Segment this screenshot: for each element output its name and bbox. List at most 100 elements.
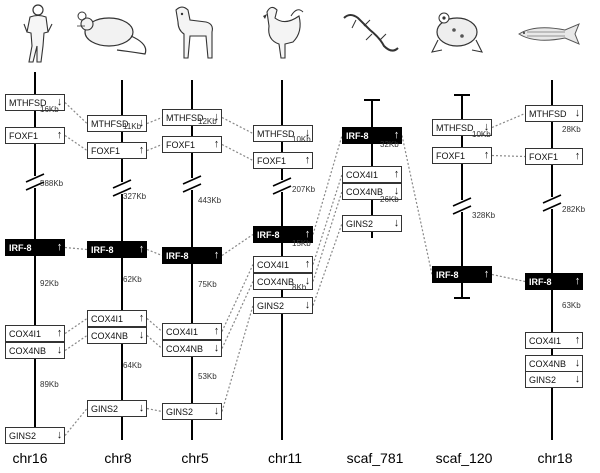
gene-box-foxf1: FOXF1 ↑	[162, 136, 222, 153]
arrow-down-icon: ↓	[304, 127, 311, 139]
gene-box-irf-8: IRF-8↑	[253, 226, 313, 243]
arrow-up-icon: ↑	[393, 168, 400, 180]
arrow-up-icon: ↑	[138, 312, 145, 324]
distance-label: 26Kb	[380, 195, 399, 204]
ortholog-connector	[312, 135, 343, 235]
gene-box-irf-8: IRF-8↑	[5, 239, 65, 256]
arrow-up-icon: ↑	[138, 243, 145, 255]
arrow-up-icon: ↑	[483, 268, 490, 280]
arrow-up-icon: ↑	[56, 327, 63, 339]
gene-box-irf-8: IRF-8↑	[342, 127, 402, 144]
gene-label: COX4I1	[91, 313, 124, 324]
arrow-down-icon: ↓	[393, 217, 400, 229]
distance-label: 207Kb	[292, 185, 316, 194]
arrow-up-icon: ↑	[304, 154, 311, 166]
arrow-down-icon: ↓	[56, 429, 63, 441]
gene-box-mthfsd: MTHFSD ↓	[253, 125, 313, 142]
ortholog-connector	[221, 234, 254, 256]
gene-label: COX4I1	[257, 259, 290, 270]
chromosome-label: scaf_120	[435, 450, 493, 466]
gene-label: FOXF1	[166, 139, 196, 150]
gene-box-gins2: GINS2↓	[525, 371, 583, 388]
gene-box-irf-8: IRF-8 ↑	[87, 241, 147, 258]
arrow-up-icon: ↑	[56, 241, 63, 253]
distance-label: 28Kb	[562, 125, 581, 134]
gene-box-irf-8: IRF-8↑	[162, 247, 222, 264]
gene-box-gins2: GINS2↓	[5, 427, 65, 444]
gene-label: COX4I1	[529, 335, 562, 346]
gene-box-cox4i1: COX4I1 ↑	[87, 310, 147, 327]
gene-label: MTHFSD	[9, 97, 47, 108]
gene-label: FOXF1	[257, 155, 287, 166]
chromosome-label: chr18	[537, 450, 573, 466]
gene-label: IRF-8	[91, 244, 114, 255]
chromosome-label: chr16	[12, 450, 48, 466]
ortholog-connector	[221, 281, 254, 349]
gene-box-gins2: GINS2↓	[87, 400, 147, 417]
distance-label: 11Kb	[123, 122, 142, 131]
distance-label: 62Kb	[123, 275, 142, 284]
arrow-up-icon: ↑	[304, 228, 311, 240]
break-mark	[452, 197, 472, 207]
distance-label: 10Kb	[472, 130, 491, 139]
distance-label: 10Kb	[292, 135, 311, 144]
break-mark	[25, 181, 45, 191]
distance-label: 8Kb	[292, 283, 307, 292]
distance-label: 64Kb	[123, 361, 142, 370]
ortholog-connector	[146, 335, 163, 349]
gene-box-cox4nb: COX4NB↓	[162, 340, 222, 357]
ortholog-connector	[221, 143, 254, 162]
distance-label: 15Kb	[292, 239, 311, 248]
gene-box-gins2: GINS2↓	[162, 403, 222, 420]
distance-label: 75Kb	[198, 280, 217, 289]
arrow-down-icon: ↓	[304, 299, 311, 311]
ortholog-connector	[146, 407, 163, 413]
ortholog-connector	[312, 174, 343, 265]
ortholog-connector	[64, 135, 88, 151]
gene-label: MTHFSD	[257, 128, 295, 139]
dog-icon	[175, 6, 213, 59]
connector-lines	[64, 102, 526, 436]
arrow-up-icon: ↑	[574, 150, 581, 162]
gene-label: COX4NB	[529, 358, 567, 369]
arrow-down-icon: ↓	[213, 111, 220, 123]
gene-label: GINS2	[257, 300, 285, 311]
ortholog-connector	[491, 154, 526, 158]
arrow-up-icon: ↑	[213, 249, 220, 261]
chromosome-label: chr8	[104, 450, 132, 466]
ortholog-connector	[64, 335, 88, 351]
distance-label: 282Kb	[562, 205, 586, 214]
gene-label: IRF-8	[346, 130, 369, 141]
gene-label: MTHFSD	[436, 122, 474, 133]
arrow-down-icon: ↓	[393, 185, 400, 197]
break-mark	[182, 183, 202, 193]
gene-box-mthfsd: MTHFSD ↓	[5, 94, 65, 111]
mouse-icon	[77, 11, 147, 55]
break-mark	[272, 185, 292, 195]
gene-label: COX4NB	[91, 330, 129, 341]
break-mark	[112, 187, 132, 197]
ortholog-connector	[221, 116, 254, 135]
gene-label: COX4I1	[166, 326, 199, 337]
gene-box-cox4nb: COX4NB↓	[253, 273, 313, 290]
chromosome-axes	[25, 72, 562, 440]
distance-label: 89Kb	[40, 380, 59, 389]
zebrafish-icon	[518, 23, 580, 45]
arrow-up-icon: ↑	[213, 138, 220, 150]
distance-label: 588Kb	[40, 179, 64, 188]
chromosome-label: chr11	[268, 450, 302, 466]
gene-label: MTHFSD	[91, 118, 129, 129]
gene-box-mthfsd: MTHFSD↓	[525, 105, 583, 122]
human-icon	[23, 4, 53, 63]
arrow-down-icon: ↓	[56, 344, 63, 356]
gene-box-cox4i1: COX4I1↑	[342, 166, 402, 183]
arrow-down-icon: ↓	[56, 96, 63, 108]
arrow-up-icon: ↑	[574, 275, 581, 287]
arrow-down-icon: ↓	[138, 329, 145, 341]
gene-label: COX4NB	[9, 345, 47, 356]
gene-label: FOXF1	[91, 145, 121, 156]
gene-box-cox4nb: COX4NB ↓	[5, 342, 65, 359]
distance-label: 12Kb	[198, 117, 217, 126]
ortholog-connector	[64, 318, 88, 334]
